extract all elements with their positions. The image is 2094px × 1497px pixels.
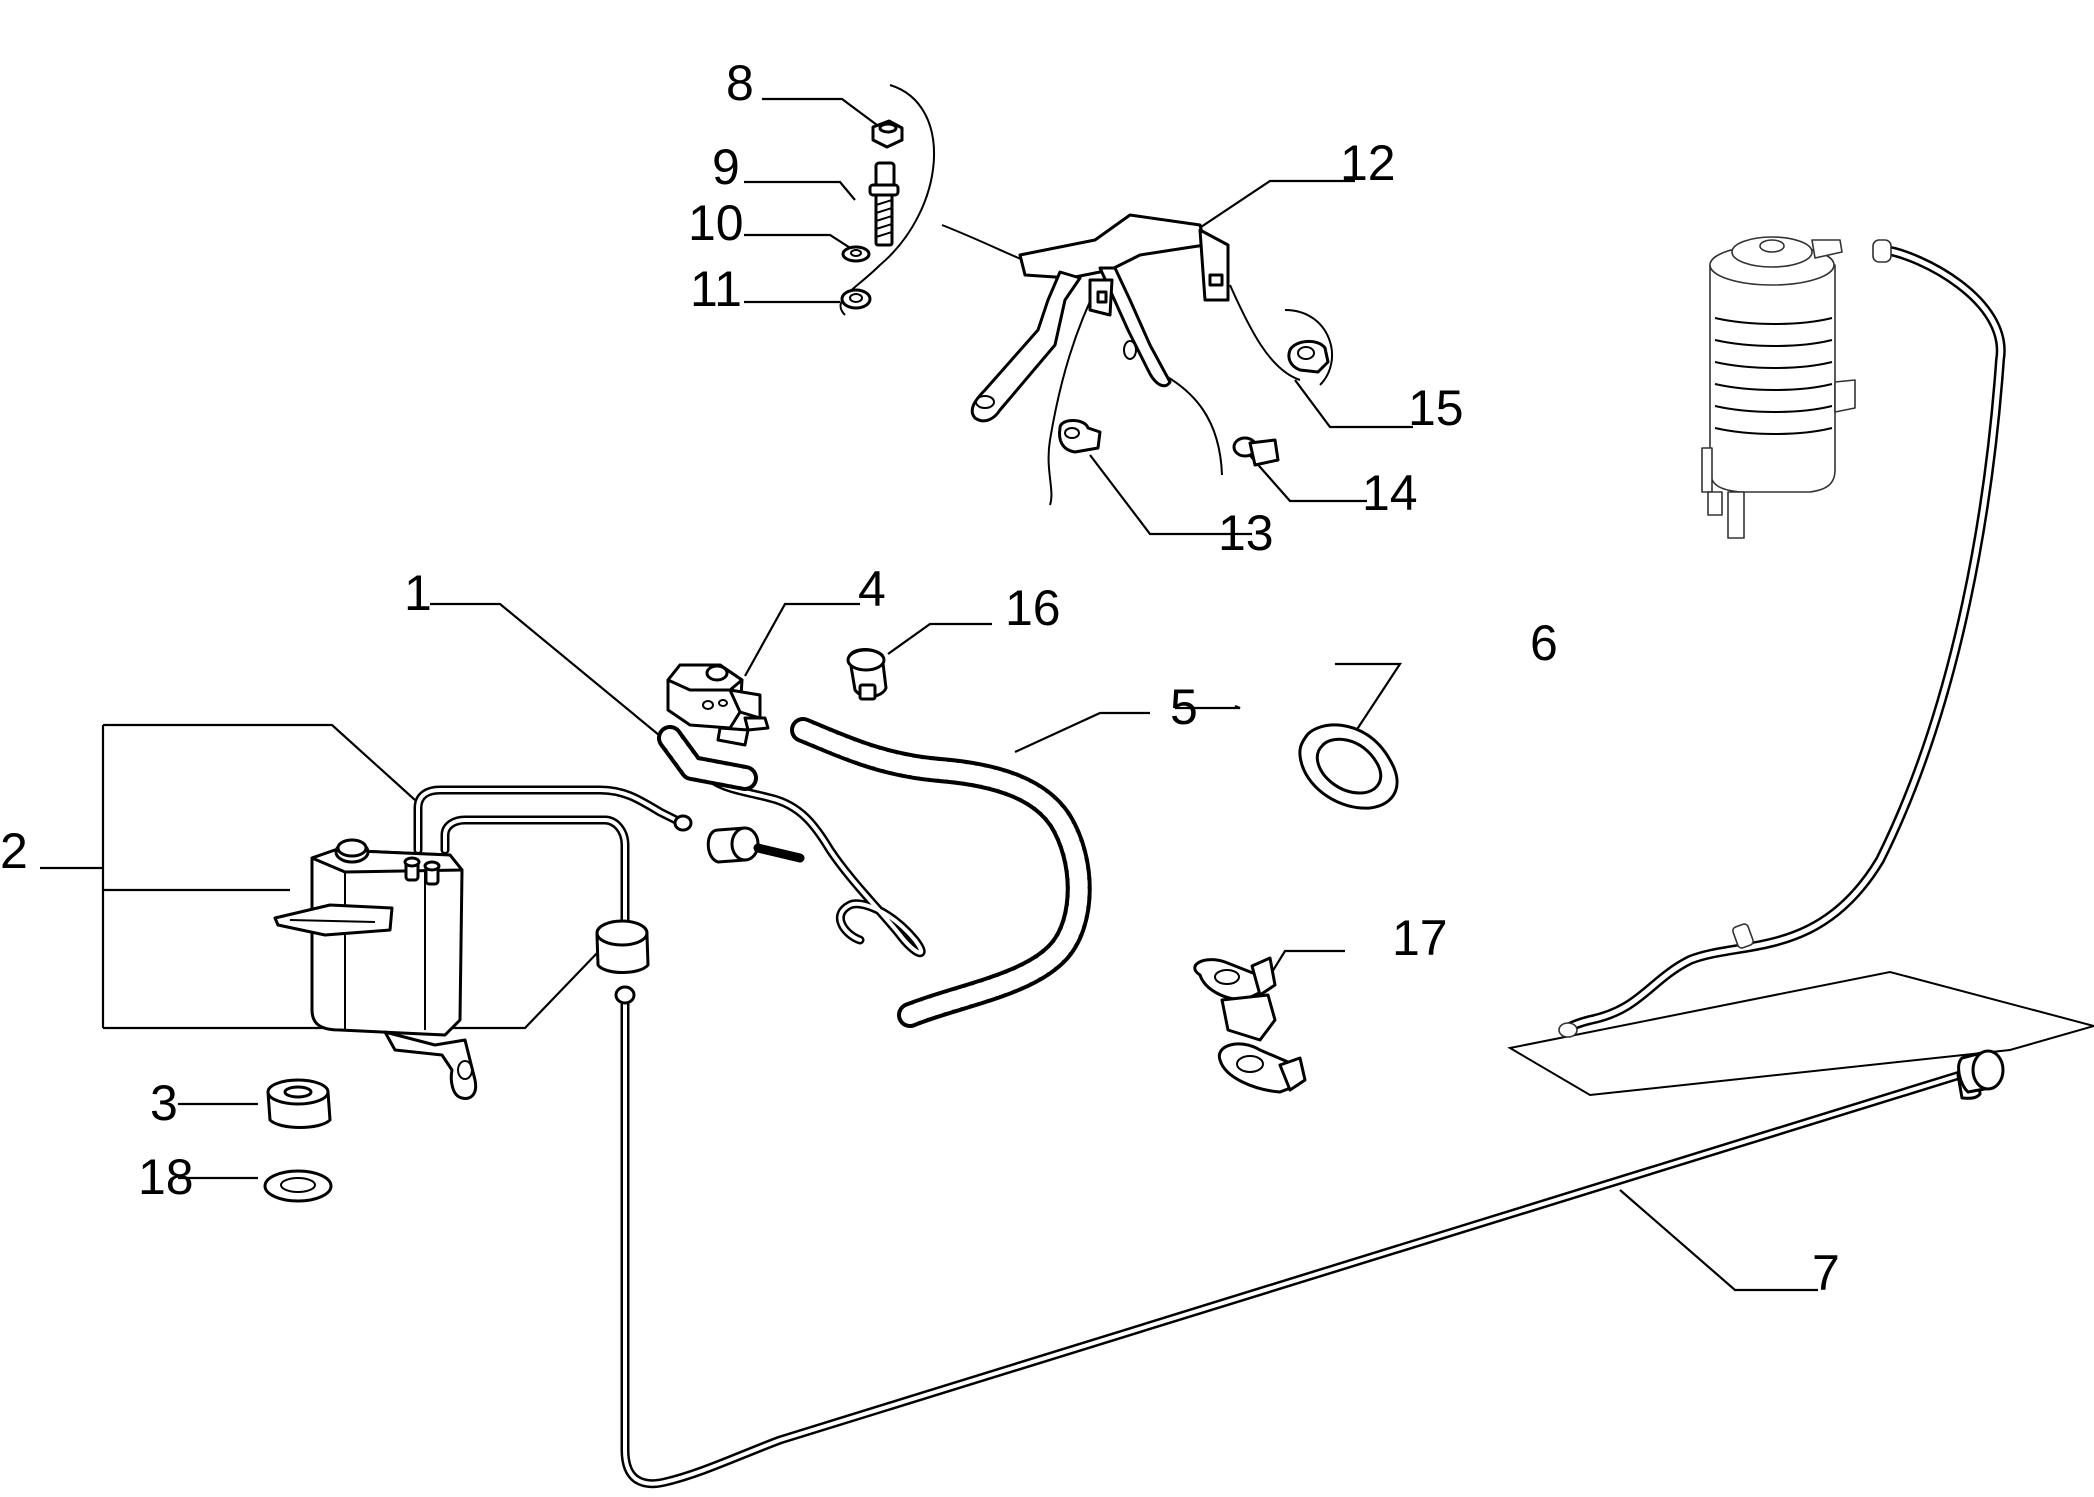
- callout-8: 8: [726, 55, 754, 111]
- callout-5: 5: [1170, 679, 1198, 735]
- floor-plane-outline: [1507, 970, 2094, 1097]
- callout-6: 6: [1530, 615, 1558, 671]
- clip-part-13: [1058, 419, 1102, 454]
- callout-13: 13: [1218, 505, 1274, 561]
- clip-part-17: [1193, 956, 1307, 1094]
- fastener-part-14: [1232, 436, 1280, 467]
- washer-part-10: [841, 245, 871, 263]
- ghost-canister-reference: [1701, 236, 1856, 539]
- callout-1: 1: [404, 565, 432, 621]
- hose-part-1: [657, 725, 926, 958]
- callout-9: 9: [712, 139, 740, 195]
- callout-7: 7: [1812, 1245, 1840, 1301]
- canister-assembly-part-2: [273, 785, 693, 1100]
- callout-2: 2: [0, 823, 28, 879]
- callout-17: 17: [1392, 910, 1448, 966]
- stud-part-9: [868, 161, 900, 247]
- callout-11: 11: [690, 261, 742, 317]
- hose-clamp-part-16: [846, 648, 888, 701]
- nut-part-8: [871, 119, 904, 149]
- bracket-part-12: [970, 213, 1230, 423]
- solenoid-valve-part-4: [666, 663, 770, 747]
- washer-part-18: [263, 1169, 333, 1203]
- grommet-part-3: [266, 1078, 332, 1129]
- callout-labels: 1 2 3 4 5 6 7 8 9 10 11 12 13 14 15 16 1…: [0, 55, 1840, 1301]
- gasket-part-6: [1298, 723, 1399, 810]
- callout-14: 14: [1362, 465, 1418, 521]
- callout-16: 16: [1005, 580, 1061, 636]
- leader-lines: [40, 97, 1818, 1292]
- ghost-vent-coupling: [1872, 239, 1892, 263]
- clip-part-15: [1287, 340, 1330, 374]
- pipe-part-7: [614, 985, 2005, 1489]
- washer-part-11: [840, 288, 872, 310]
- callout-10: 10: [688, 195, 744, 251]
- callout-4: 4: [858, 561, 886, 617]
- hose-part-5: [790, 717, 1092, 1028]
- callout-18: 18: [138, 1149, 194, 1205]
- callout-3: 3: [150, 1075, 178, 1131]
- callout-12: 12: [1340, 135, 1396, 191]
- callout-15: 15: [1408, 380, 1464, 436]
- stopper-on-hose-1: [706, 826, 805, 864]
